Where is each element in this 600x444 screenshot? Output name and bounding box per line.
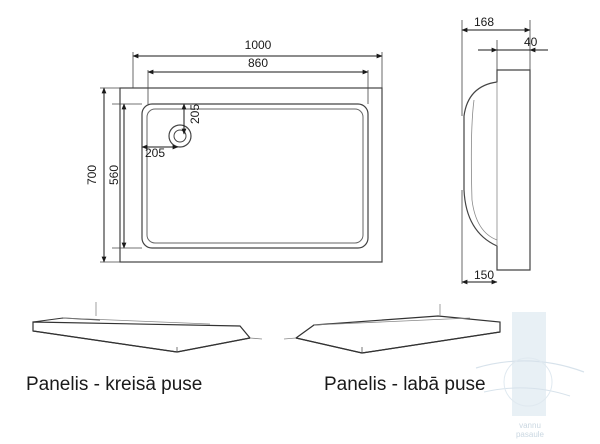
dim-outer-width: 1000 — [245, 38, 272, 52]
dim-inner-height: 560 — [107, 165, 121, 185]
dim-drain-vertical: 205 — [188, 104, 202, 124]
dim-side-bottom: 150 — [474, 268, 494, 282]
watermark-line2: pasaule — [516, 430, 545, 439]
panel-right-illustration — [283, 304, 501, 354]
dim-drain-horizontal: 205 — [145, 146, 165, 160]
drain-icon — [168, 124, 192, 148]
watermark-logo: vannu pasaule — [475, 312, 585, 439]
dim-side-lip: 40 — [524, 35, 538, 49]
side-view: 168 40 150 — [461, 15, 548, 285]
caption-left-panel: Panelis - kreisā puse — [26, 374, 203, 395]
dim-outer-height: 700 — [85, 165, 99, 185]
tray-inner-outline — [141, 103, 369, 249]
watermark-line1: vannu — [519, 421, 541, 430]
tray-inner-basin — [146, 108, 364, 244]
dim-side-top: 168 — [474, 15, 494, 29]
top-view: 1000 860 700 560 205 205 — [85, 38, 383, 263]
caption-right-panel: Panelis - labā puse — [324, 374, 486, 395]
dim-inner-width: 860 — [248, 56, 268, 70]
panel-left-illustration — [32, 302, 263, 353]
